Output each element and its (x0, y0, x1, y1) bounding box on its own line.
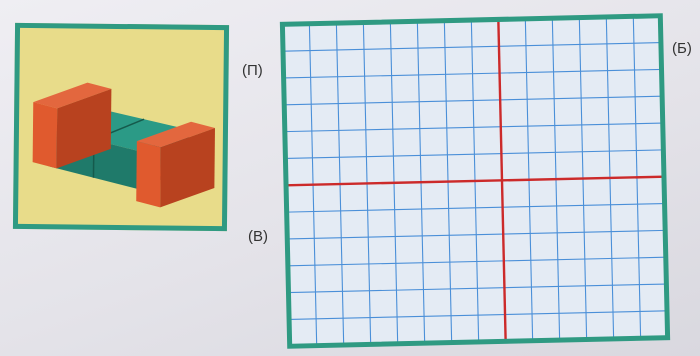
grid-line-horizontal (288, 283, 667, 294)
front-view-label: (В) (248, 228, 268, 245)
grid-border (279, 13, 671, 349)
top-view-label: (П) (242, 62, 263, 79)
model-picture-frame (12, 22, 230, 232)
grid-line-horizontal (287, 256, 666, 267)
grid-line-horizontal (282, 42, 661, 52)
left-wall-block (32, 82, 112, 169)
grid-line-horizontal (283, 68, 662, 79)
model-illustration (32, 82, 215, 208)
grid-line-horizontal (286, 202, 665, 213)
grid-line-horizontal (287, 229, 666, 240)
grid-line-horizontal (289, 310, 668, 320)
side-view-label: (Б) (672, 40, 692, 57)
grid-line-horizontal (284, 122, 663, 133)
drawing-grid (279, 13, 671, 349)
grid-line-horizontal (285, 149, 664, 160)
drawing-grid-frame (278, 12, 671, 351)
right-wall-block (136, 121, 215, 208)
grid-line-horizontal (284, 95, 663, 106)
horizontal-axis (286, 175, 664, 187)
